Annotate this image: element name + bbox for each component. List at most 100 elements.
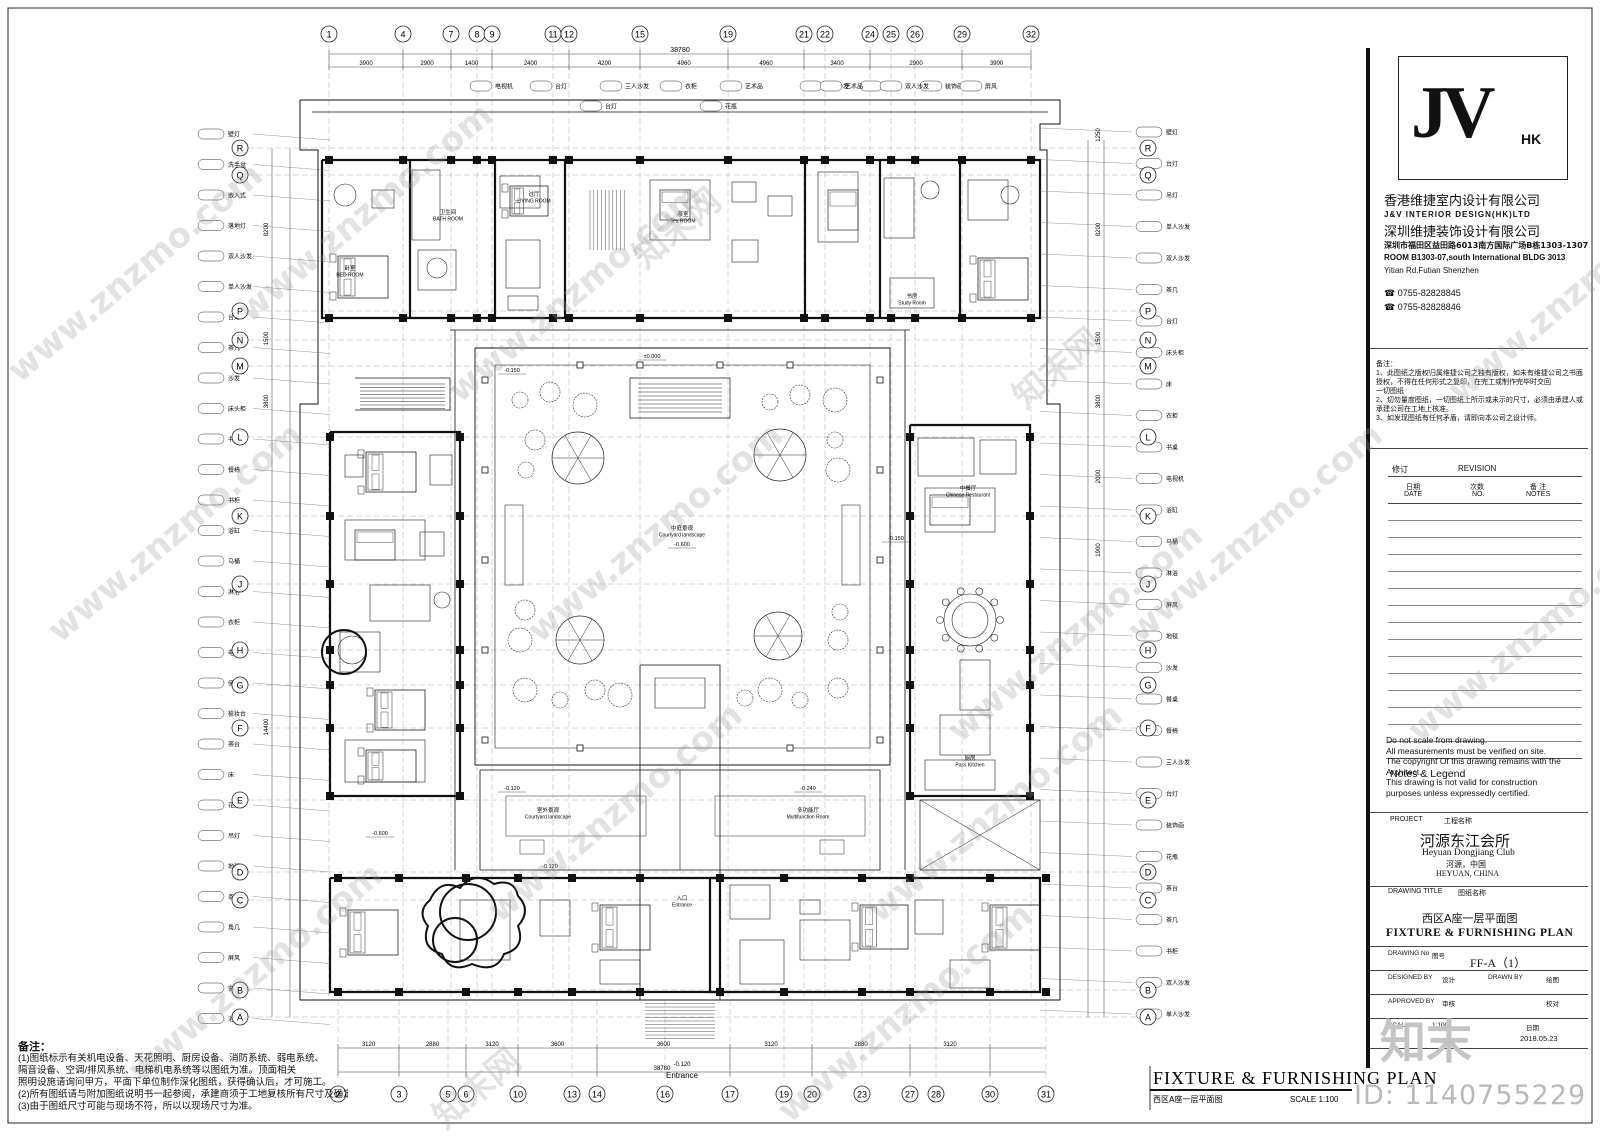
furniture-tag-label: 淋浴 [1166, 570, 1178, 578]
axis-bubble [231, 139, 249, 157]
designed-by-label: DESIGNED BY [1388, 974, 1433, 981]
structural-column [1026, 724, 1034, 732]
furniture-tag-bubble [799, 80, 823, 92]
furniture-tag-bubble [197, 128, 225, 140]
furniture-item [967, 179, 1009, 221]
axis-bubble [231, 791, 249, 809]
shrub-symbol [757, 677, 783, 703]
plan-caption-sub: 西区A座一层平面图 [1153, 1094, 1222, 1104]
furniture-tag-label: 浴缸 [1166, 507, 1178, 515]
leader-line [1039, 474, 1133, 479]
structural-column [906, 512, 914, 520]
wall-line [629, 377, 731, 419]
dimension-bottom: 2880 [426, 1042, 440, 1048]
furniture-tag-label: 茶几 [1166, 286, 1178, 294]
leader-line [1039, 946, 1133, 952]
axis-label-row: D [1145, 868, 1152, 878]
axis-bubble [231, 676, 249, 694]
axis-label-row: A [237, 1013, 243, 1023]
axis-label-row: B [237, 986, 243, 996]
furniture-tag-label: 浴缸 [228, 527, 240, 535]
structural-column [462, 988, 470, 996]
leader-line [1039, 442, 1133, 448]
furniture-item [357, 485, 365, 495]
shrub-symbol [551, 691, 569, 709]
furniture-item [365, 749, 417, 783]
furniture-tag-label: 台灯 [605, 103, 617, 111]
axis-bubble [1139, 863, 1157, 881]
notes-line: 授权，不得在任何形式之复印，在完工或制作完毕时交回 [1376, 379, 1551, 386]
company-name-hk: 香港维捷室内设计有限公司 [1384, 194, 1541, 209]
dimension-bottom: 3600 [657, 1042, 671, 1048]
furniture-round [426, 257, 448, 279]
furniture-item [739, 939, 785, 985]
axis-bubble [719, 25, 737, 43]
structural-column [456, 512, 464, 520]
outer-border [7, 7, 1593, 1124]
furniture-item [865, 907, 873, 925]
structural-column [456, 646, 464, 654]
date-value: 2018.05.23 [1520, 1034, 1558, 1043]
axis-bubble [394, 25, 412, 43]
furniture-tag-bubble [1135, 914, 1163, 925]
leader-line [252, 926, 331, 934]
furniture-item [365, 451, 417, 493]
furniture-item [979, 439, 1017, 475]
furniture-item [649, 179, 711, 241]
furniture-tag-bubble [1135, 126, 1163, 138]
leader-line [1039, 222, 1133, 227]
notes-line: 1、此图纸之版权归属维捷公司之独有版权，如未有维捷公司之书面 [1376, 370, 1583, 377]
furniture-item [799, 919, 851, 961]
project-name-cn: 河源东江会所 [1420, 832, 1511, 850]
axis-bubble [981, 1085, 999, 1103]
level-mark: -0.240 [800, 786, 816, 792]
furniture-item [357, 775, 365, 785]
furniture-tag-bubble [579, 100, 603, 112]
furniture-tag-bubble [197, 1013, 225, 1024]
furniture-item [343, 278, 352, 296]
leader-line [252, 499, 331, 507]
furniture-item [514, 202, 521, 215]
furniture-item [353, 934, 362, 953]
leader-line [1039, 253, 1133, 259]
furniture-tag-label: 花瓶 [725, 103, 737, 111]
dimension-bottom: 3120 [764, 1042, 778, 1048]
dimension-right: 1250 [1096, 128, 1102, 142]
furniture-item [419, 531, 445, 557]
furniture-tag-bubble [197, 555, 225, 567]
axis-label-top: 26 [910, 30, 920, 40]
axis-bubble [563, 1085, 581, 1103]
logo-mark: JV [1411, 72, 1495, 154]
furniture-item [889, 277, 935, 309]
shrub-symbol [791, 691, 809, 709]
general-notes-head: 备注： [18, 1041, 51, 1053]
axis-label-top: 1 [326, 30, 331, 40]
dimension-top: 2900 [420, 61, 434, 67]
furniture-tag-bubble [1135, 189, 1163, 201]
structural-column [821, 314, 829, 322]
axis-bubble [1139, 302, 1157, 320]
axis-bubble [1022, 25, 1040, 43]
furniture-tag-label: 三人沙发 [625, 83, 649, 91]
axis-label-row: C [237, 896, 244, 906]
furniture-tag-label: 台灯 [1166, 318, 1178, 326]
leader-line [1039, 631, 1133, 637]
company-fax-number: 0755-82828846 [1397, 302, 1461, 312]
rev-no-cn: 次数 [1470, 484, 1484, 491]
leader-line [252, 743, 331, 751]
furniture-tag-label: 餐椅 [228, 466, 240, 474]
furniture-item [969, 293, 977, 303]
furniture-item [819, 839, 845, 855]
dimension-right: 8200 [1096, 222, 1102, 236]
watermark-id: ID: 1140755229 [1354, 1080, 1587, 1111]
axis-label-row: E [1145, 796, 1151, 806]
drawing-no-label-cn: 图号 [1432, 953, 1445, 960]
axis-label-row: G [236, 681, 243, 691]
leader-line [1039, 159, 1133, 164]
leader-line [1039, 190, 1133, 196]
structural-column [866, 156, 874, 164]
axis-label-row: N [237, 336, 244, 346]
room-label-en: BED ROOM [336, 273, 363, 279]
furniture-tag-label: 床 [1166, 381, 1172, 389]
